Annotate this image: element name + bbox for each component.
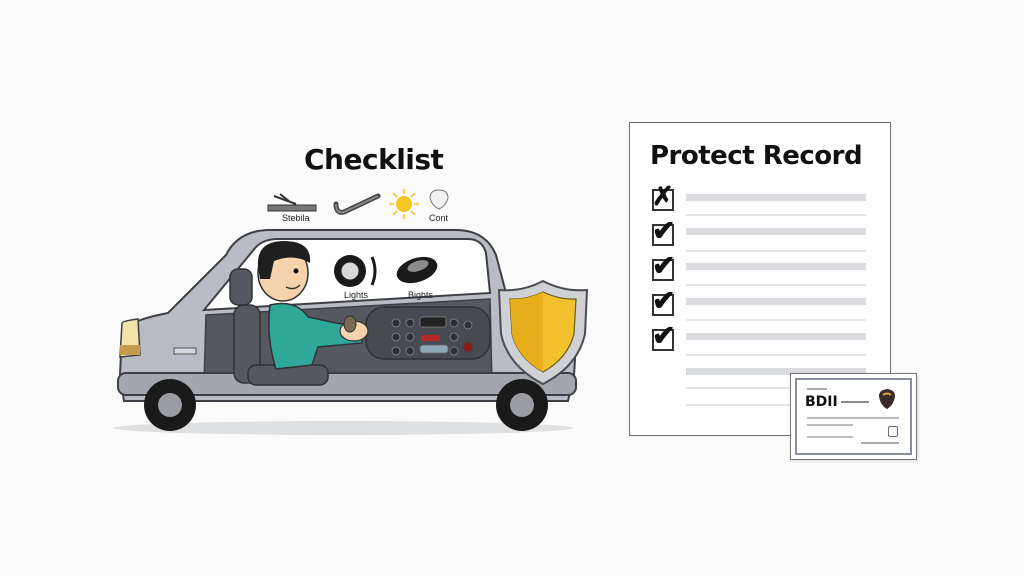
- tire-tilted-icon: [396, 256, 438, 284]
- tire-icon: [334, 255, 377, 287]
- record-checkbox-5[interactable]: [652, 329, 674, 351]
- record-divider: [686, 250, 866, 252]
- certificate-emblem-icon: [879, 389, 895, 409]
- top-icon-label-0: Stebila: [282, 213, 310, 223]
- car-illustration: [113, 229, 577, 435]
- certificate-seal-icon: [888, 426, 898, 437]
- check-mark-icon: ✔: [652, 215, 676, 246]
- record-row-2-bar: [686, 228, 866, 235]
- top-icon-label-3: Cont: [429, 213, 449, 223]
- window-icon-label-0: Lights: [344, 290, 369, 300]
- record-row-3-bar: [686, 263, 866, 270]
- record-checkbox-1[interactable]: [652, 189, 674, 211]
- certificate-text-line: [861, 442, 899, 444]
- record-row-5-bar: [686, 333, 866, 340]
- record-row-6-bar: [686, 368, 866, 375]
- shield-outline-icon: [429, 189, 449, 210]
- wiper-blade-icon: [267, 193, 317, 212]
- certificate-header-line: [807, 388, 827, 390]
- record-divider: [686, 319, 866, 321]
- certificate-card: BDII: [790, 373, 917, 460]
- protect-record-document: Protect Record ✗ ✔ ✔ ✔ ✔: [629, 122, 891, 436]
- record-checkbox-2[interactable]: [652, 224, 674, 246]
- record-row-4-bar: [686, 298, 866, 305]
- certificate-title: BDII: [805, 394, 838, 410]
- check-mark-icon: ✔: [652, 285, 676, 316]
- wiper-arm-icon: [333, 193, 381, 215]
- record-divider: [686, 284, 866, 286]
- record-checkbox-3[interactable]: [652, 259, 674, 281]
- record-title: Protect Record: [650, 141, 863, 171]
- check-mark-icon: ✔: [652, 250, 676, 281]
- record-divider: [686, 387, 866, 389]
- certificate-border: [795, 378, 912, 455]
- window-icon-label-1: Bights: [408, 290, 434, 300]
- record-checkbox-4[interactable]: [652, 294, 674, 316]
- check-mark-icon: ✔: [652, 320, 676, 351]
- x-mark-icon: ✗: [652, 181, 674, 211]
- record-divider: [686, 354, 866, 356]
- record-row-1-bar: [686, 194, 866, 201]
- certificate-text-line: [807, 417, 899, 419]
- certificate-text-line: [807, 436, 853, 438]
- certificate-text-line: [807, 424, 853, 426]
- shield-icon: [497, 279, 589, 386]
- top-icon-row: Stebila Cont: [262, 186, 462, 226]
- record-divider: [686, 214, 866, 216]
- sun-icon: [389, 189, 419, 219]
- record-divider: [686, 404, 866, 406]
- certificate-text-line: [841, 401, 869, 403]
- checklist-title: Checklist: [304, 143, 444, 176]
